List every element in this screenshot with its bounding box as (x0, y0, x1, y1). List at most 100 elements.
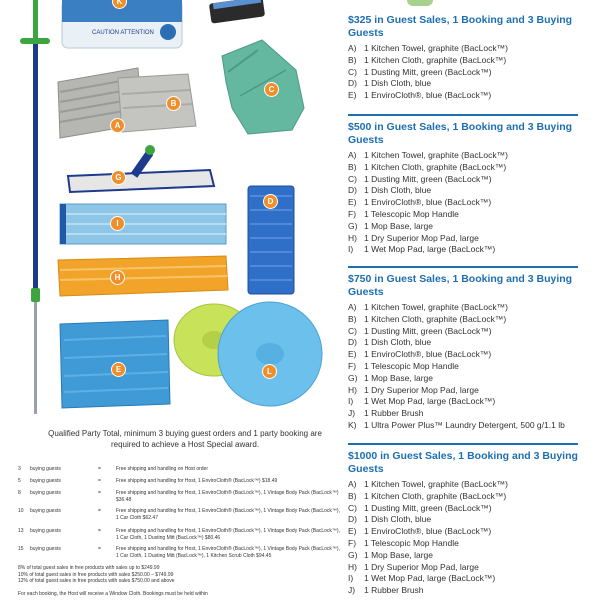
tier-title: $1000 in Guest Sales, 1 Booking and 3 Bu… (348, 450, 578, 475)
decorative-tab (407, 0, 433, 6)
list-item: D)1 Dish Cloth, blue (348, 78, 432, 89)
list-item: H)1 Dry Superior Mop Pad, large (348, 561, 479, 572)
reward-desc: Free shipping and handling for Host, 1 E… (116, 546, 340, 559)
list-item: D)1 Dish Cloth, blue (348, 337, 432, 348)
list-item: H)1 Dry Superior Mop Pad, large (348, 384, 479, 395)
list-item: I)1 Wet Mop Pad, large (BacLock™) (348, 573, 496, 584)
reward-label: buying guests (30, 478, 61, 484)
host-special-caption: Qualified Party Total, minimum 3 buying … (48, 429, 322, 449)
reward-label: buying guests (30, 490, 61, 496)
booking-note: For each booking, the Host will receive … (18, 591, 208, 597)
list-item: C)1 Dusting Mitt, green (BacLock™) (348, 502, 492, 513)
reward-label: buying guests (30, 546, 61, 552)
reward-desc: Free shipping and handling for Host, 1 E… (116, 478, 278, 484)
rubber-brush (209, 0, 265, 24)
list-item: I)1 Wet Mop Pad, large (BacLock™) (348, 244, 496, 255)
tier-divider (348, 266, 578, 268)
reward-label: buying guests (30, 466, 61, 472)
tier-item-list: A)1 Kitchen Towel, graphite (BacLock™) B… (348, 479, 598, 597)
list-item: C)1 Dusting Mitt, green (BacLock™) (348, 66, 492, 77)
percent-line: 10% of total guest sales in free product… (18, 571, 174, 578)
tier-325: $325 in Guest Sales, 1 Booking and 3 Buy… (348, 14, 598, 102)
reward-tiers: $325 in Guest Sales, 1 Booking and 3 Buy… (348, 0, 600, 600)
reward-row: 15 buying guests = Free shipping and han… (18, 546, 340, 560)
list-item: H)1 Dry Superior Mop Pad, large (348, 232, 479, 243)
reward-count: 8 (18, 490, 21, 496)
reward-label: buying guests (30, 508, 61, 514)
percent-line: 12% of total guest sales in free product… (18, 578, 175, 584)
dusting-mitt-green (221, 39, 305, 135)
tier-500: $500 in Guest Sales, 1 Booking and 3 Buy… (348, 121, 598, 256)
list-item: A)1 Kitchen Towel, graphite (BacLock™) (348, 150, 508, 160)
reward-row: 8 buying guests = Free shipping and hand… (18, 490, 339, 504)
tier-750: $750 in Guest Sales, 1 Booking and 3 Buy… (348, 273, 598, 432)
reward-equals: = (98, 490, 101, 496)
list-item: G)1 Mop Base, large (348, 220, 433, 231)
tier-1000: $1000 in Guest Sales, 1 Booking and 3 Bu… (348, 450, 598, 597)
list-item: C)1 Dusting Mitt, green (BacLock™) (348, 173, 492, 184)
dry-mop-pad (57, 255, 229, 297)
detergent-bag-text: CAUTION ATTENTION (92, 30, 154, 36)
telescopic-handle (20, 0, 50, 414)
list-item: D)1 Dish Cloth, blue (348, 185, 432, 196)
reward-desc: Free shipping and handling for Host, 1 E… (116, 490, 339, 503)
badge-e: E (111, 362, 126, 377)
list-item: D)1 Dish Cloth, blue (348, 514, 432, 525)
reward-row: 10 buying guests = Free shipping and han… (18, 508, 340, 522)
dish-cloth-blue (247, 185, 295, 295)
list-item: F)1 Telescopic Mop Handle (348, 360, 459, 371)
list-item: A)1 Kitchen Towel, graphite (BacLock™) (348, 302, 508, 312)
reward-count: 15 (18, 546, 24, 552)
silicone-lids (173, 301, 323, 407)
reward-equals: = (98, 478, 101, 484)
tier-title: $325 in Guest Sales, 1 Booking and 3 Buy… (348, 14, 573, 39)
list-item: B)1 Kitchen Cloth, graphite (BacLock™) (348, 313, 507, 324)
badge-c: C (264, 82, 279, 97)
reward-equals: = (98, 508, 101, 514)
reward-equals: = (98, 546, 101, 552)
badge-l: L (262, 364, 277, 379)
reward-row: 3 buying guests = Free shipping and hand… (18, 466, 338, 480)
list-item: E)1 EnviroCloth®, blue (BacLock™) (348, 90, 492, 101)
reward-count: 10 (18, 508, 24, 514)
reward-count: 5 (18, 478, 21, 484)
list-item: I)1 Wet Mop Pad, large (BacLock™) (348, 396, 496, 407)
reward-label: buying guests (30, 528, 61, 534)
list-item: K)1 Ultra Power Plus™ Laundry Detergent,… (348, 419, 565, 430)
list-item: B)1 Kitchen Cloth, graphite (BacLock™) (348, 54, 507, 65)
list-item: A)1 Kitchen Towel, graphite (BacLock™) (348, 43, 508, 53)
detergent-bag (61, 0, 183, 49)
list-item: G)1 Mop Base, large (348, 372, 433, 383)
badge-i: I (110, 216, 125, 231)
list-item: B)1 Kitchen Cloth, graphite (BacLock™) (348, 490, 507, 501)
tier-divider (348, 114, 578, 116)
tier-divider (348, 443, 578, 445)
reward-row: 13 buying guests = Free shipping and han… (18, 528, 340, 542)
reward-count: 13 (18, 528, 24, 534)
badge-a: A (110, 118, 125, 133)
reward-equals: = (98, 466, 101, 472)
kitchen-cloth-graphite (117, 73, 197, 133)
mop-base (66, 145, 216, 194)
list-item: F)1 Telescopic Mop Handle (348, 537, 459, 548)
product-illustration: CAUTION ATTENTION (20, 0, 323, 414)
percent-free-products: 8% of total guest sales in free products… (18, 565, 338, 585)
list-item: B)1 Kitchen Cloth, graphite (BacLock™) (348, 161, 507, 172)
reward-equals: = (98, 528, 101, 534)
list-item: A)1 Kitchen Towel, graphite (BacLock™) (348, 479, 508, 489)
tier-title: $750 in Guest Sales, 1 Booking and 3 Buy… (348, 273, 573, 298)
reward-desc: Free shipping and handling for Host, 1 E… (116, 528, 340, 541)
wet-mop-pad (59, 203, 227, 245)
list-item: J)1 Rubber Brush (348, 585, 424, 596)
list-item: E)1 EnviroCloth®, blue (BacLock™) (348, 526, 492, 537)
percent-line: 8% of total guest sales in free products… (18, 565, 160, 571)
tier-item-list: A)1 Kitchen Towel, graphite (BacLock™) B… (348, 43, 598, 102)
badge-h: H (110, 270, 125, 285)
tier-item-list: A)1 Kitchen Towel, graphite (BacLock™) B… (348, 302, 598, 432)
badge-g: G (111, 170, 126, 185)
badge-b: B (166, 96, 181, 111)
list-item: J)1 Rubber Brush (348, 408, 424, 419)
list-item: E)1 EnviroCloth®, blue (BacLock™) (348, 197, 492, 208)
list-item: C)1 Dusting Mitt, green (BacLock™) (348, 325, 492, 336)
list-item: E)1 EnviroCloth®, blue (BacLock™) (348, 349, 492, 360)
